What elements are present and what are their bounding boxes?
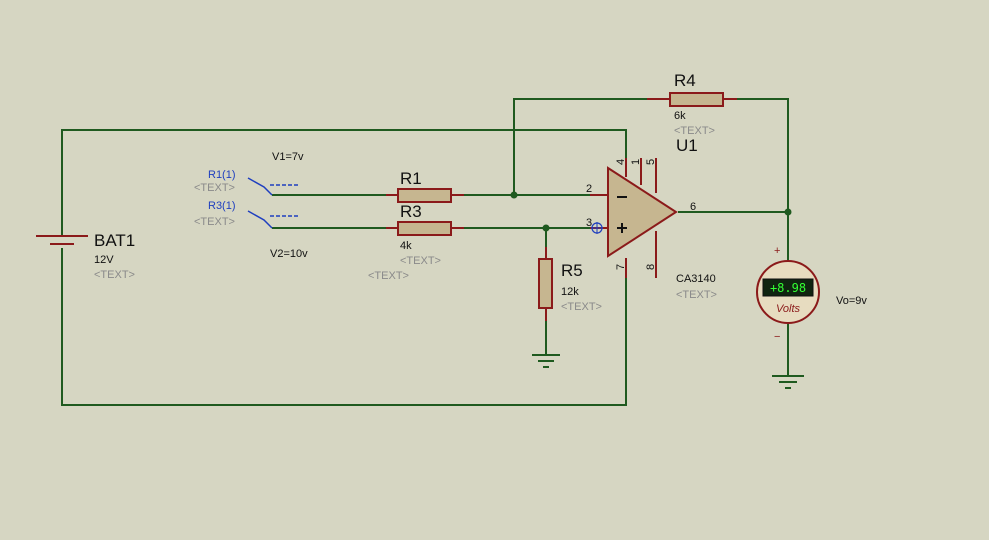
opamp-pin-label: 5 — [645, 159, 657, 165]
wires — [61, 98, 792, 406]
source-1-annotation: V1=7v — [272, 151, 304, 163]
ground-symbol-r5 — [532, 354, 560, 368]
junction-dot — [784, 208, 792, 216]
source-1-probe-icon — [247, 177, 273, 196]
voltmeter-minus-terminal: − — [774, 331, 780, 343]
opamp-pin-label: 3 — [586, 217, 592, 229]
battery-return-wire[interactable] — [61, 248, 627, 406]
source-2-annotation: V2=10v — [270, 248, 308, 260]
voltmeter-unit: Volts — [776, 303, 801, 315]
source-2-ref: R3(1) — [208, 200, 236, 212]
resistor-r4[interactable]: R4 6k <TEXT> — [647, 71, 737, 137]
resistor-r4-ref: R4 — [674, 71, 696, 90]
resistor-r1-text-placeholder: <TEXT> — [368, 270, 409, 282]
output-wire[interactable] — [678, 211, 789, 262]
opamp-part-number: CA3140 — [676, 273, 716, 285]
junction-dot — [542, 224, 550, 232]
ground-symbol-voltmeter — [772, 375, 804, 389]
opamp-pin-label: 8 — [645, 264, 657, 270]
opamp-pin-label: 7 — [615, 264, 627, 270]
opamp-triangle — [607, 166, 678, 258]
voltmeter-plus-terminal: + — [774, 245, 780, 257]
resistor-r4-text-placeholder: <TEXT> — [674, 125, 715, 137]
resistor-r1-body — [397, 188, 452, 203]
battery-loop-wire[interactable] — [61, 129, 627, 236]
opamp-pin-label: 6 — [690, 201, 696, 213]
resistor-r5-value: 12k — [561, 286, 579, 298]
feedback-wire[interactable] — [513, 98, 647, 195]
battery-value: 12V — [94, 254, 114, 266]
source-2-text-placeholder: <TEXT> — [194, 216, 235, 228]
battery-ref: BAT1 — [94, 231, 135, 250]
voltmeter-reading: +8.98 — [770, 281, 806, 295]
resistor-r3-value: 4k — [400, 240, 412, 252]
junction-dot — [510, 191, 518, 199]
source-1-ref: R1(1) — [208, 169, 236, 181]
feedback-output-wire[interactable] — [737, 98, 789, 212]
opamp-ref: U1 — [676, 136, 698, 155]
resistor-r3-ref: R3 — [400, 202, 422, 221]
battery-text-placeholder: <TEXT> — [94, 269, 135, 281]
battery-bat1[interactable]: BAT1 12V <TEXT> — [36, 231, 135, 281]
opamp-pin-label: 1 — [630, 159, 642, 165]
resistor-r4-value: 6k — [674, 110, 686, 122]
source-2-probe-icon — [247, 210, 273, 229]
resistor-r3[interactable]: R3 4k <TEXT> — [386, 202, 464, 267]
voltmeter-display — [762, 278, 814, 297]
voltage-source-1[interactable]: R1(1) <TEXT> V1=7v — [194, 151, 304, 196]
resistor-r5[interactable]: R5 12k <TEXT> — [538, 247, 602, 321]
output-annotation: Vo=9v — [836, 295, 867, 307]
source-1-text-placeholder: <TEXT> — [194, 182, 235, 194]
opamp-pin-label: 2 — [586, 183, 592, 195]
resistor-r5-body — [538, 258, 553, 309]
resistor-r1-ref: R1 — [400, 169, 422, 188]
resistor-r5-text-placeholder: <TEXT> — [561, 301, 602, 313]
opamp-u1[interactable]: 2 3 6 4 1 5 7 8 U1 CA3140 <TEXT> — [586, 136, 717, 301]
voltmeter[interactable]: +8.98 Volts + − Vo=9v — [756, 245, 867, 343]
resistor-r4-body — [669, 92, 724, 107]
resistor-r1[interactable]: R1 <TEXT> — [368, 169, 464, 282]
opamp-pin-label: 4 — [615, 159, 627, 165]
resistor-r5-ref: R5 — [561, 261, 583, 280]
voltage-source-2[interactable]: R3(1) <TEXT> V2=10v — [194, 200, 308, 260]
resistor-r3-body — [397, 221, 452, 236]
resistor-r3-text-placeholder: <TEXT> — [400, 255, 441, 267]
opamp-text-placeholder: <TEXT> — [676, 289, 717, 301]
